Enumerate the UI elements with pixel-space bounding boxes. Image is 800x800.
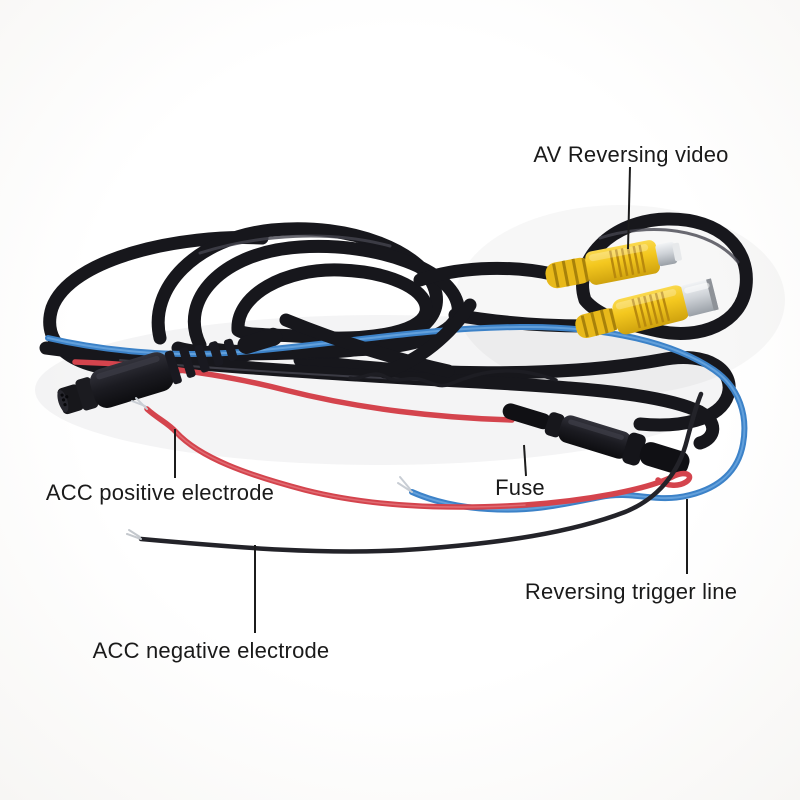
red-wire-bare-tip bbox=[131, 397, 148, 410]
callout-lines bbox=[174, 166, 688, 633]
rca-male-connector bbox=[545, 240, 682, 289]
cable-cross-strands bbox=[279, 298, 477, 379]
black-wire-bare-tip bbox=[126, 529, 142, 540]
blue-wire-bare-tip bbox=[397, 476, 413, 493]
knurl-ridges bbox=[631, 291, 671, 329]
callout-line-fuse bbox=[523, 444, 527, 477]
blue-trigger-wire bbox=[45, 323, 748, 513]
knurl-ridges bbox=[608, 244, 647, 279]
label-av-reversing-video: AV Reversing video bbox=[533, 142, 729, 167]
label-acc-positive-electrode: ACC positive electrode bbox=[45, 480, 275, 505]
red-wire-positive bbox=[131, 397, 693, 510]
black-negative-wire bbox=[126, 391, 704, 554]
label-fuse: Fuse bbox=[495, 475, 545, 500]
fuse-holder bbox=[502, 403, 690, 475]
four-pin-connector bbox=[57, 327, 283, 415]
rca-male-tip bbox=[655, 241, 678, 267]
thin-spare-wire bbox=[348, 369, 558, 388]
label-acc-negative-electrode: ACC negative electrode bbox=[92, 638, 330, 663]
label-reversing-trigger-line: Reversing trigger line bbox=[524, 579, 738, 604]
callout-line-av-video bbox=[627, 166, 631, 250]
connector-pins bbox=[60, 393, 69, 407]
rca-female-connector bbox=[575, 278, 719, 339]
